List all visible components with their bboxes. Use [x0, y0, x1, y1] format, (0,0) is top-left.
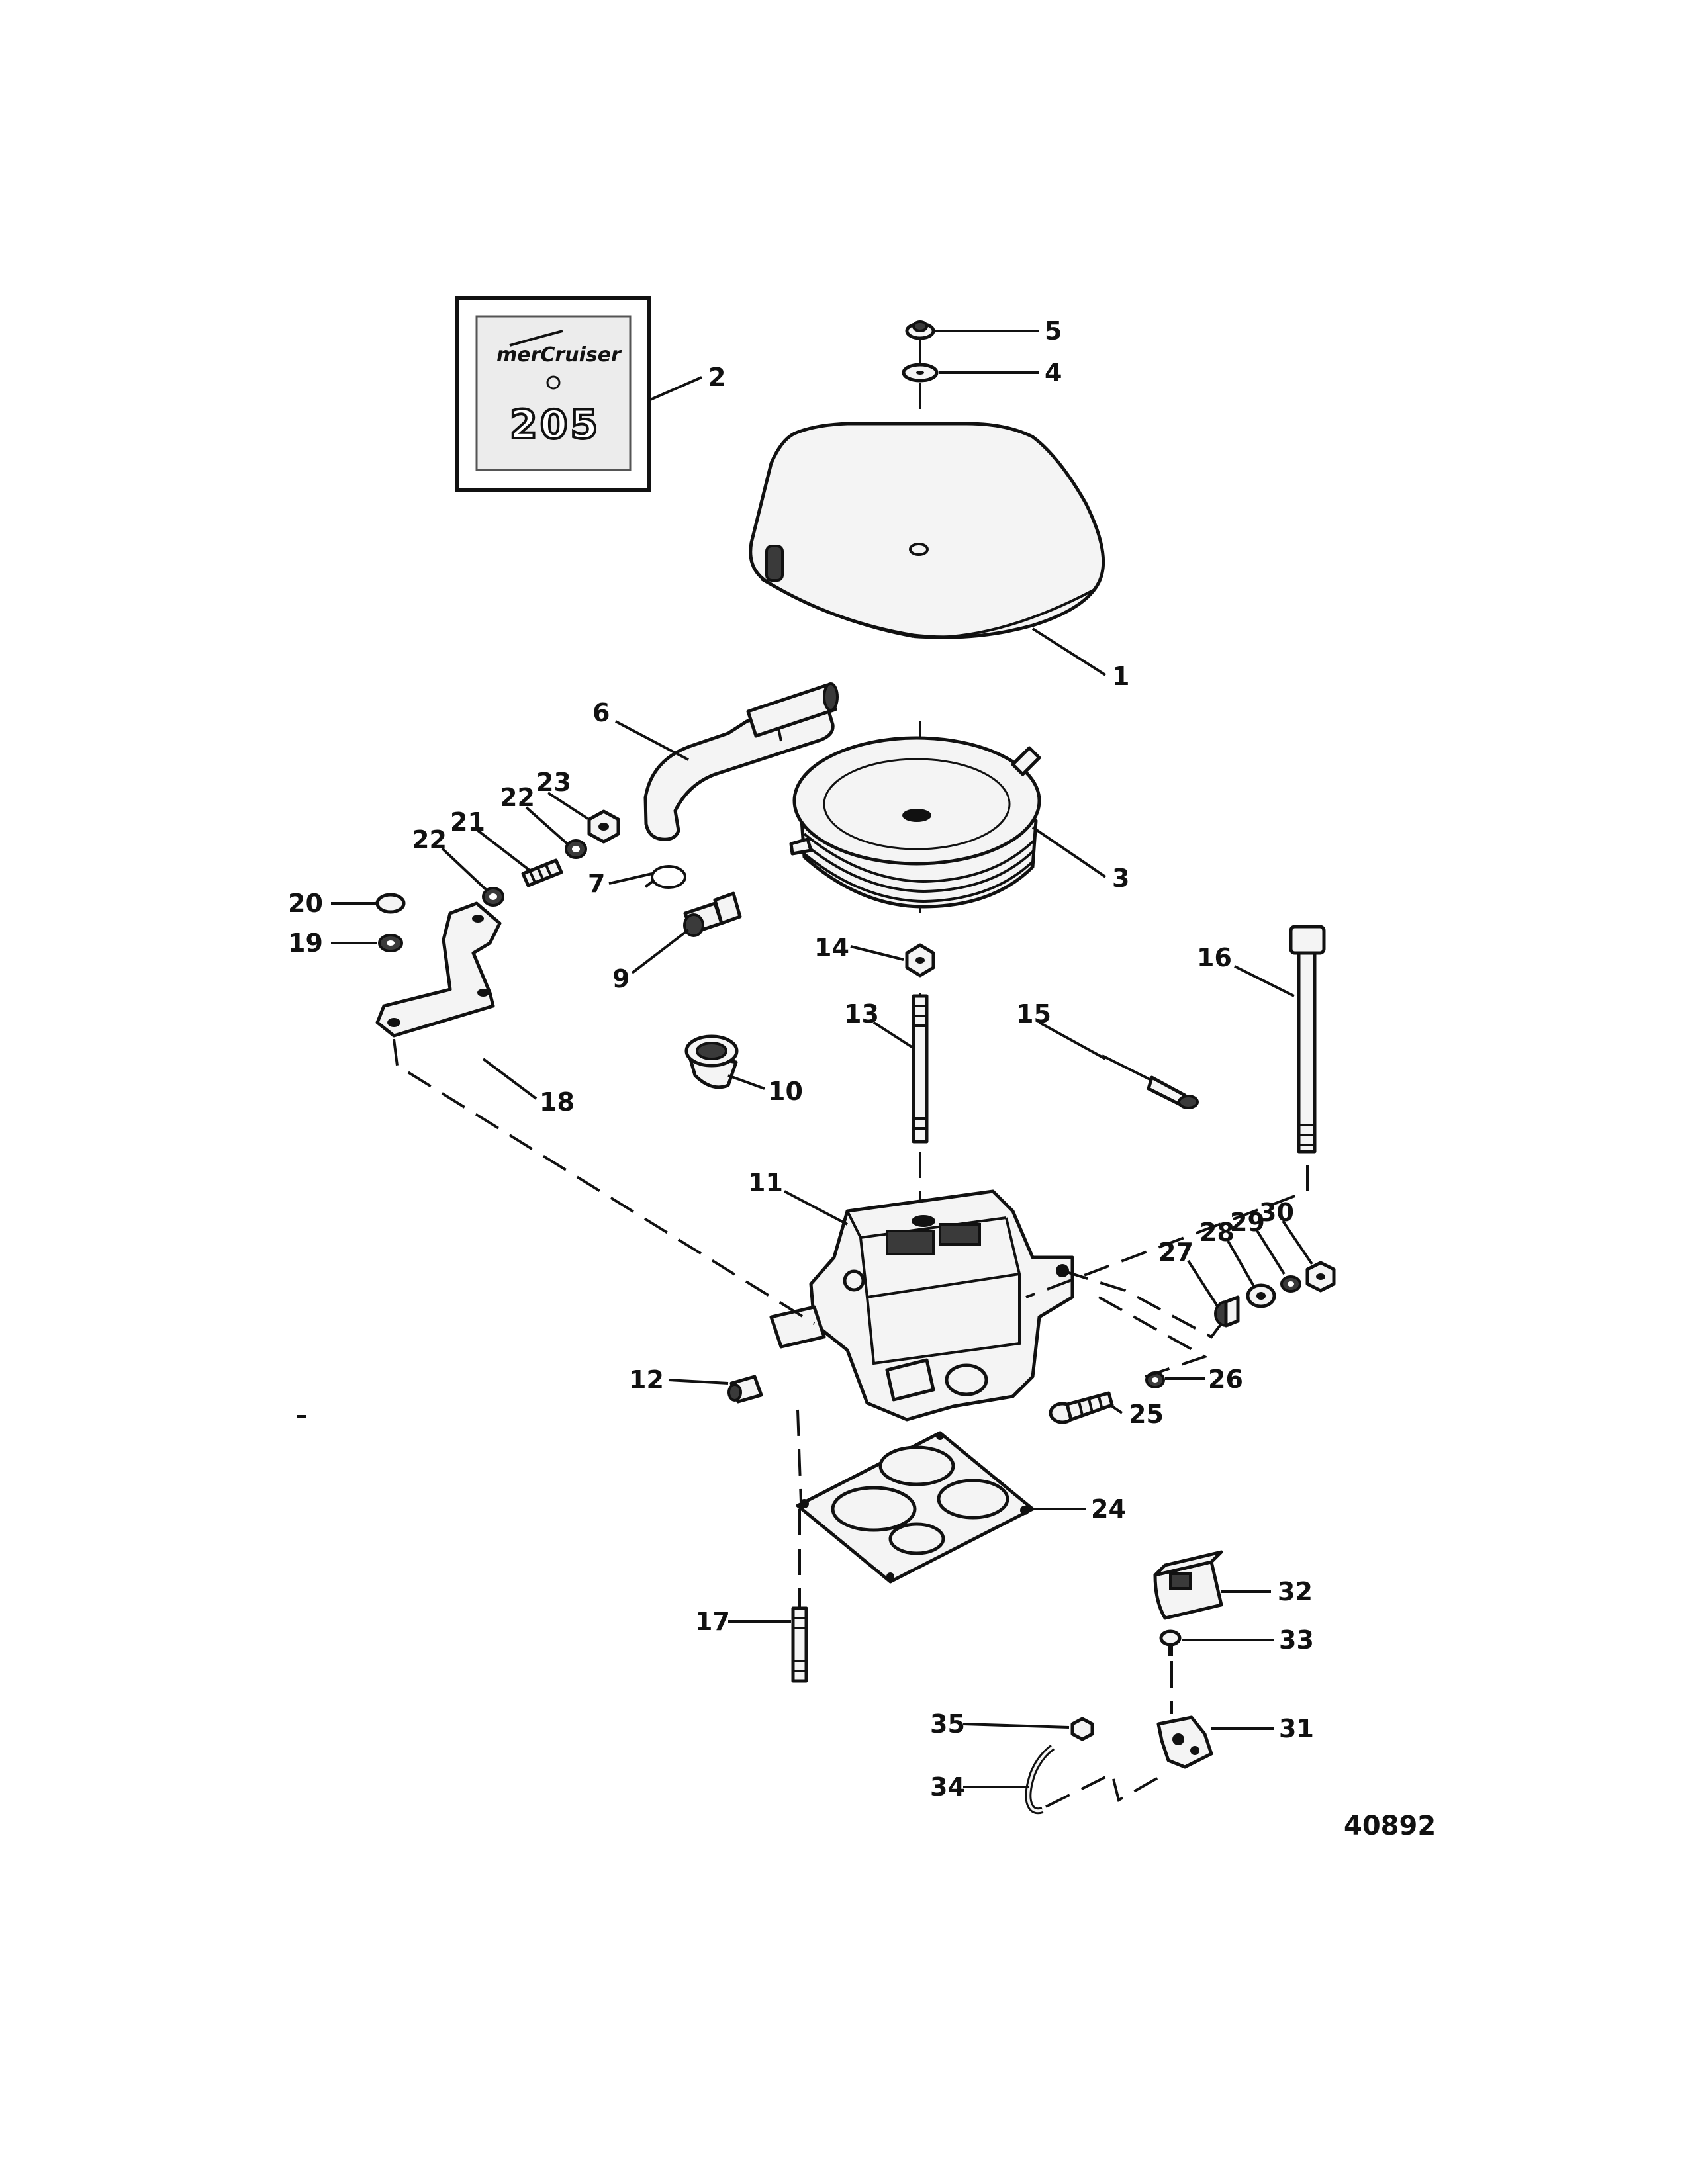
washer	[902, 363, 939, 383]
badge-mount-hole	[546, 375, 561, 390]
flame-arrestor-base	[789, 736, 1041, 909]
callout-20: 20	[288, 889, 323, 918]
stud-17	[791, 1606, 808, 1683]
nut-14	[905, 943, 935, 978]
callout-15: 15	[1016, 999, 1051, 1028]
callout-32: 32	[1278, 1577, 1313, 1606]
nut-20	[375, 893, 406, 914]
callout-21: 21	[450, 807, 485, 837]
callout-14: 14	[814, 933, 849, 962]
lock-washer-22b	[482, 887, 504, 907]
callout-33: 33	[1279, 1625, 1314, 1655]
callout-3: 3	[1112, 864, 1129, 893]
washer-29	[1280, 1275, 1301, 1293]
carburetor	[769, 1189, 1074, 1422]
lock-washer-19	[378, 934, 403, 952]
callout-5: 5	[1045, 316, 1062, 345]
hose-clamp	[644, 865, 686, 889]
switch-31	[1156, 1715, 1213, 1769]
fuel-line-15	[1102, 1054, 1199, 1109]
callout-1: 1	[1112, 662, 1129, 691]
nut-30	[1305, 1261, 1336, 1293]
callout-24: 24	[1091, 1494, 1126, 1524]
plug-10	[684, 1034, 739, 1089]
callout-10: 10	[768, 1077, 803, 1106]
callout-26: 26	[1208, 1365, 1243, 1394]
carburetor-gasket	[796, 1431, 1035, 1584]
vent-hose	[643, 682, 839, 841]
callout-25: 25	[1129, 1400, 1164, 1429]
callout-19: 19	[288, 929, 323, 958]
callout-11: 11	[748, 1168, 783, 1197]
decal-panel: merCruiser 205	[455, 296, 651, 492]
callout-35: 35	[930, 1709, 965, 1739]
bolt-16	[1289, 925, 1326, 1154]
wing-nut	[905, 320, 935, 340]
figure-number: 40892	[1344, 1811, 1436, 1841]
hex-nut-23	[587, 809, 620, 844]
callout-labels: 2 5 4 1 3 6 23 22 21 22 20 19 7 9 14 13 …	[288, 316, 1314, 1801]
callout-18: 18	[539, 1087, 575, 1116]
fitting-12	[727, 1375, 763, 1404]
callout-31: 31	[1279, 1714, 1314, 1743]
lock-washer-22a	[565, 839, 587, 859]
bracket-18	[375, 901, 502, 1038]
badge-brand: merCruiser	[496, 343, 622, 367]
callout-29: 29	[1230, 1208, 1265, 1237]
stud-13	[912, 994, 929, 1144]
leader-lines	[331, 330, 1313, 1788]
screw-33	[1159, 1629, 1182, 1656]
callout-4: 4	[1045, 358, 1062, 387]
spacer-27	[1214, 1295, 1240, 1328]
callout-23: 23	[536, 768, 571, 797]
callout-9: 9	[612, 964, 630, 993]
spacer-28	[1246, 1283, 1276, 1308]
callout-7: 7	[588, 869, 605, 898]
callout-22b: 22	[412, 825, 447, 854]
callout-17: 17	[695, 1607, 730, 1636]
boot-cover-32	[1153, 1550, 1223, 1620]
screw-25	[1049, 1391, 1114, 1424]
callout-16: 16	[1197, 943, 1232, 972]
callout-30: 30	[1259, 1198, 1294, 1227]
air-cleaner-cover	[749, 422, 1105, 639]
wire-link-34	[1025, 1745, 1055, 1815]
callout-27: 27	[1158, 1238, 1194, 1267]
callout-6: 6	[592, 698, 610, 727]
callout-28: 28	[1199, 1218, 1235, 1247]
callout-34: 34	[930, 1772, 965, 1801]
callout-13: 13	[844, 999, 879, 1028]
nut-35	[1070, 1717, 1094, 1741]
callout-2: 2	[708, 363, 726, 392]
badge-model: 205	[510, 402, 600, 448]
elbow-fitting	[683, 891, 742, 937]
stud-21	[521, 858, 563, 887]
callout-12: 12	[629, 1365, 664, 1394]
callout-22a: 22	[500, 783, 535, 812]
brand-logo-mark	[509, 330, 563, 347]
